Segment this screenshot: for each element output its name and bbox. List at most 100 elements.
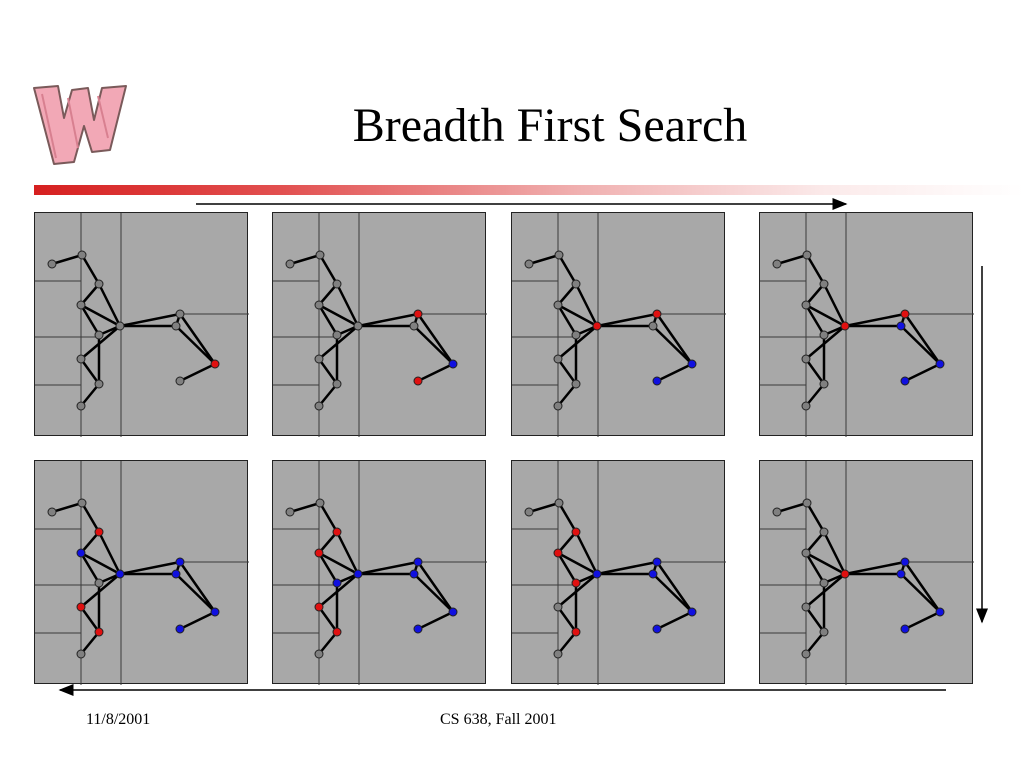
graph-edge — [595, 312, 659, 328]
graph-edge — [843, 312, 907, 328]
graph-node-n10 — [648, 569, 658, 579]
graph-node-n5 — [571, 578, 581, 588]
graph-node-n0 — [47, 259, 57, 269]
graph-node-n0 — [285, 259, 295, 269]
graph-node-n0 — [524, 507, 534, 517]
bfs-step-panel-8 — [759, 460, 974, 685]
graph-node-n8 — [801, 401, 811, 411]
graph-node-n10 — [409, 569, 419, 579]
graph-node-n9 — [652, 309, 662, 319]
graph-edge — [80, 501, 101, 534]
graph-canvas — [35, 213, 249, 437]
graph-node-n12 — [175, 624, 185, 634]
graph-edge — [804, 572, 847, 609]
graph-edge — [79, 605, 101, 634]
graph-edge — [178, 610, 217, 631]
graph-node-n3 — [801, 548, 811, 558]
graph-edge — [79, 551, 122, 576]
graph-edge — [804, 382, 826, 408]
graph-edge — [97, 282, 122, 328]
graph-edge — [317, 630, 339, 656]
graph-node-n2 — [571, 527, 581, 537]
graph-edge — [527, 253, 561, 266]
graph-node-n3 — [76, 300, 86, 310]
graph-node-n11 — [448, 359, 458, 369]
title-underline-bar — [34, 185, 1024, 195]
graph-edge — [556, 282, 578, 307]
graph-node-n10 — [171, 569, 181, 579]
graph-edge — [317, 382, 339, 408]
graph-edge — [651, 572, 694, 614]
graph-edge — [804, 605, 826, 634]
graph-edge — [318, 253, 339, 286]
graph-edge — [79, 630, 101, 656]
graph-edge — [557, 501, 578, 534]
graph-edge — [317, 282, 339, 307]
graph-node-n5 — [332, 578, 342, 588]
footer-date: 11/8/2001 — [86, 711, 151, 728]
graph-node-n10 — [648, 321, 658, 331]
graph-edge — [899, 572, 942, 614]
graph-node-n7 — [571, 627, 581, 637]
graph-node-n1 — [802, 498, 812, 508]
graph-node-n6 — [801, 602, 811, 612]
bfs-step-panel-1 — [34, 212, 249, 437]
graph-edge — [178, 362, 217, 383]
graph-node-n5 — [571, 330, 581, 340]
graph-node-n7 — [332, 627, 342, 637]
graph-edge — [412, 572, 455, 614]
graph-edge — [556, 551, 578, 585]
graph-node-n1 — [315, 250, 325, 260]
graph-edge — [557, 253, 578, 286]
graph-edge — [317, 530, 339, 555]
bfs-step-panel-4 — [759, 212, 974, 437]
graph-node-n8 — [553, 649, 563, 659]
graph-edge — [843, 560, 907, 576]
graph-node-n7 — [571, 379, 581, 389]
graph-node-n9 — [900, 309, 910, 319]
graph-node-n6 — [76, 354, 86, 364]
graph-node-n5 — [94, 330, 104, 340]
graph-edge — [79, 303, 101, 337]
graph-edge — [317, 551, 339, 585]
graph-node-n1 — [554, 250, 564, 260]
graph-node-n5 — [332, 330, 342, 340]
graph-node-n0 — [47, 507, 57, 517]
graph-edge — [805, 253, 826, 286]
graph-node-n3 — [553, 300, 563, 310]
graph-node-n2 — [332, 527, 342, 537]
graph-node-n12 — [900, 624, 910, 634]
graph-edge — [416, 560, 455, 614]
graph-edge — [317, 303, 339, 337]
bfs-step-panel-5 — [34, 460, 249, 685]
graph-node-n11 — [210, 607, 220, 617]
wisconsin-w-logo-icon — [28, 78, 132, 178]
graph-node-n3 — [314, 548, 324, 558]
graph-node-n7 — [94, 379, 104, 389]
graph-edge — [556, 382, 578, 408]
graph-edge — [822, 530, 847, 576]
graph-edge — [595, 560, 659, 576]
graph-edge — [651, 324, 694, 366]
graph-node-n8 — [801, 649, 811, 659]
graph-edge — [556, 530, 578, 555]
graph-edge — [805, 501, 826, 534]
graph-node-n5 — [94, 578, 104, 588]
graph-edge — [317, 303, 360, 328]
graph-node-n8 — [314, 649, 324, 659]
graph-edge — [79, 572, 122, 609]
bfs-step-panel-7 — [511, 460, 726, 685]
graph-edge — [804, 303, 847, 328]
graph-node-n6 — [76, 602, 86, 612]
graph-edge — [822, 282, 847, 328]
graph-node-n12 — [413, 376, 423, 386]
graph-edge — [556, 303, 599, 328]
graph-node-n1 — [802, 250, 812, 260]
graph-canvas — [273, 461, 487, 685]
graph-edge — [317, 551, 360, 576]
graph-canvas — [35, 461, 249, 685]
graph-node-n1 — [77, 250, 87, 260]
graph-node-n11 — [935, 359, 945, 369]
graph-edge — [655, 312, 694, 366]
footer-course: CS 638, Fall 2001 — [440, 711, 557, 728]
